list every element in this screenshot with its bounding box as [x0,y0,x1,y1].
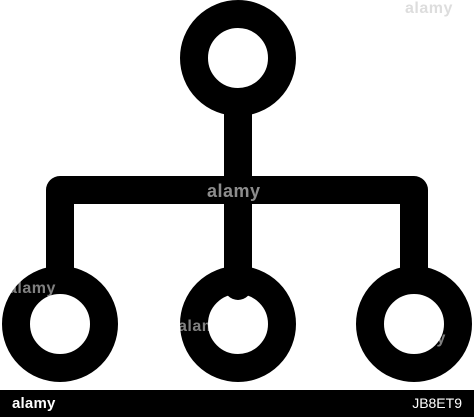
footer-brand-logo: alamy [12,395,56,412]
bottom-center-node-circle [180,266,296,382]
hierarchy-icon [2,0,472,382]
branch-bar [46,176,428,282]
bottom-left-node-circle [2,266,118,382]
bottom-right-node-circle [356,266,472,382]
footer-image-id: JB8ET9 [412,395,462,411]
hierarchy-icon-svg [2,0,472,382]
footer-bar: alamy JB8ET9 [0,390,474,417]
